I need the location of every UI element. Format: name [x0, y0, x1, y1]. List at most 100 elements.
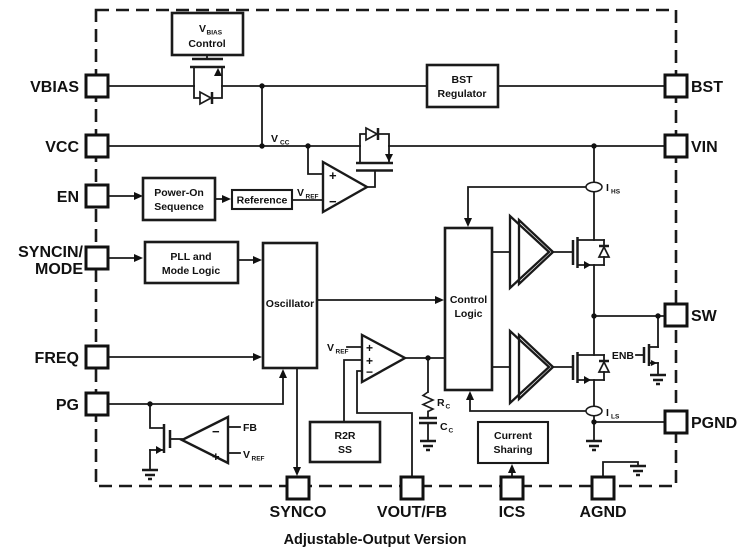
wire-ihs-feedback	[467, 186, 587, 220]
wire-r2r-to-erramp	[343, 359, 363, 423]
block-reference: Reference	[230, 188, 294, 211]
pin-pg	[84, 391, 110, 417]
net-labels: V CC V REF V REF FB V REF ENB I HS I LS …	[243, 133, 634, 463]
block-label: SS	[338, 444, 352, 456]
opamp-minus: −	[329, 194, 337, 209]
block-r2r-ss: R2R SS	[308, 420, 382, 464]
body-arrow-icon	[651, 360, 657, 366]
net-cc-sub: C	[449, 428, 454, 435]
error-amplifier: + + −	[360, 332, 408, 385]
pin-freq	[84, 344, 110, 370]
pin-label-voutfb: VOUT/FB	[377, 504, 447, 521]
block-label: Mode Logic	[162, 265, 220, 277]
body-diode-icon	[199, 90, 213, 106]
pin-label-synco: SYNCO	[270, 504, 327, 521]
net-vcc: V	[271, 133, 278, 145]
block-label: Sharing	[493, 444, 532, 456]
blocks: V BIAS Control BST Regulator Power-On Se…	[141, 11, 550, 465]
driver-inner-icon	[517, 332, 555, 402]
net-ils-sub: LS	[611, 414, 620, 421]
arrow-en-icon	[134, 192, 143, 200]
opamp-icon	[321, 159, 370, 215]
wire-vcc-sense	[307, 145, 324, 175]
pin-vbias	[84, 73, 110, 99]
body-arrow-icon	[156, 446, 163, 454]
arrowheads	[134, 192, 516, 476]
pin-sw	[663, 302, 689, 328]
ic-boundary	[94, 8, 678, 488]
pin-label-vbias: VBIAS	[30, 79, 79, 96]
erramp-minus: −	[366, 365, 373, 379]
block-power-on-sequence: Power-On Sequence	[141, 176, 217, 222]
pin-label-syncin: SYNCIN/	[18, 244, 83, 261]
pin-vin	[663, 133, 689, 159]
pin-syncin-mode	[84, 245, 110, 271]
block-oscillator: Oscillator	[261, 241, 319, 370]
ground-icon	[142, 468, 158, 481]
pin-pgnd	[663, 409, 689, 435]
net-enb: ENB	[612, 350, 635, 362]
vcc-ldo-fet	[356, 126, 393, 188]
block-label: Oscillator	[266, 298, 314, 310]
block-label: Logic	[455, 308, 483, 320]
pin-vcc	[84, 133, 110, 159]
driver-inner-icon	[517, 217, 555, 287]
erramp-plus1: +	[366, 341, 373, 355]
pin-label-mode: MODE	[35, 261, 83, 278]
block-control-logic: Control Logic	[443, 226, 494, 392]
high-side-fet	[571, 181, 611, 269]
net-vref-erramp-sub: REF	[336, 349, 349, 356]
wires	[107, 85, 666, 478]
net-vcc-sub: CC	[280, 140, 290, 147]
pin-label-vcc: VCC	[45, 139, 79, 156]
pin-label-sw: SW	[691, 308, 718, 325]
net-cc: C	[440, 421, 448, 433]
block-label: Power-On	[154, 187, 204, 199]
block-label: Control	[450, 294, 487, 306]
arrow-osc-cl-icon	[435, 296, 444, 304]
driver-icon	[508, 213, 551, 291]
pg-plus: +	[212, 449, 220, 464]
net-ihs: I	[606, 182, 609, 194]
pin-labels: VBIAS VCC EN SYNCIN/ MODE FREQ PG BST VI…	[18, 79, 737, 521]
driver-icon	[508, 328, 551, 406]
error-amp-icon	[360, 332, 408, 385]
block-pll-mode-logic: PLL and Mode Logic	[143, 240, 240, 285]
vbias-pass-fet	[190, 54, 225, 106]
block-label: Current	[494, 430, 532, 442]
pin-label-pgnd: PGND	[691, 415, 737, 432]
pin-bst	[663, 73, 689, 99]
block-label: R2R	[334, 430, 355, 442]
ground-icon	[420, 439, 436, 452]
block-label-sub: BIAS	[207, 30, 223, 37]
junction-dots	[147, 83, 661, 425]
net-vref-reference: V	[297, 187, 304, 199]
ground-icon	[586, 439, 602, 452]
arrow-ils-cl-icon	[466, 391, 474, 400]
arrow-syncin-icon	[134, 254, 143, 262]
ihs-current-sense-icon	[585, 181, 603, 193]
pin-pads	[84, 73, 689, 501]
block-bst-regulator: BST Regulator	[425, 63, 500, 109]
pin-label-ics: ICS	[499, 504, 526, 521]
arrow-pll-osc-icon	[253, 256, 262, 264]
pin-label-freq: FREQ	[35, 350, 79, 367]
net-rc-sub: C	[446, 404, 451, 411]
body-diode-icon	[597, 360, 611, 373]
net-fb: FB	[243, 422, 257, 434]
block-vbias-control: V BIAS Control	[170, 11, 245, 57]
net-ils: I	[606, 407, 609, 419]
block-current-sharing: Current Sharing	[476, 420, 550, 465]
arrow-reference-icon	[222, 195, 231, 203]
pin-label-bst: BST	[691, 79, 723, 96]
block-label: Regulator	[437, 88, 486, 100]
low-side-fet	[571, 352, 611, 452]
ground-icon	[650, 373, 666, 386]
pg-comparator-icon	[179, 415, 230, 465]
body-arrow-down-icon	[385, 154, 393, 162]
pg-minus: −	[212, 424, 220, 439]
pin-ics	[499, 475, 525, 501]
diagram-caption: Adjustable-Output Version	[284, 532, 467, 548]
